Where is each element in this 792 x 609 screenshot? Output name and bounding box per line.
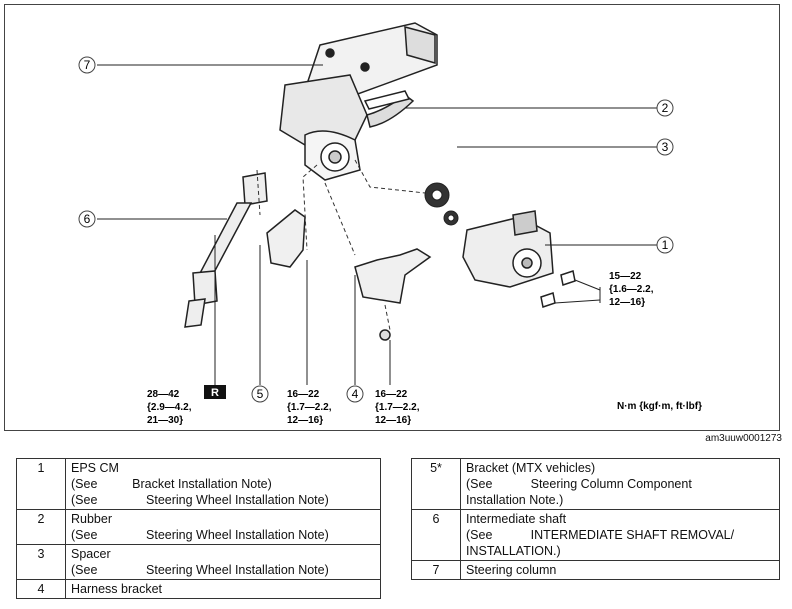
description-line: (See Bracket Installation Note) (71, 477, 272, 491)
r-symbol-box (204, 385, 226, 399)
description-line: (See Steering Wheel Installation Note) (71, 528, 329, 542)
table-row: 7 Steering column (411, 560, 780, 580)
part-number: 4 (16, 579, 66, 599)
description-line: INSTALLATION.) (466, 544, 561, 558)
callout-7-text: 7 (84, 58, 91, 72)
part-description: Spacer (See Steering Wheel Installation N… (65, 544, 381, 580)
part-number: 2 (16, 509, 66, 545)
callout-2 (656, 99, 674, 117)
table-row: 1 EPS CM (See Bracket Installation Note) (S… (16, 458, 381, 510)
torque-bracket-line3: 12—16} (287, 415, 323, 426)
part-number: 5* (411, 458, 461, 510)
table-row: 2 Rubber (See Steering Wheel Installation … (16, 509, 381, 545)
table-row: 3 Spacer (See Steering Wheel Installation … (16, 544, 381, 580)
part-description: Bracket (MTX vehicles) (See Steering Colu… (460, 458, 780, 510)
torque-motor-line1: 15—22 (609, 271, 642, 282)
description-line: (See Steering Wheel Installation Note) (71, 563, 329, 577)
description-line: Spacer (71, 547, 111, 561)
callout-7 (78, 56, 96, 74)
part-number: 6 (411, 509, 461, 561)
steering-column-illustration (279, 22, 438, 181)
part-number: 7 (411, 560, 461, 580)
part-description: Harness bracket (65, 579, 381, 599)
callout-5-text: 5 (257, 387, 264, 401)
torque-bracket-line2: {1.7—2.2, (287, 402, 332, 413)
callouts (78, 56, 674, 403)
part-description: Intermediate shaft (See INTERMEDIATE SHAF… (460, 509, 780, 561)
callout-6-text: 6 (84, 212, 91, 226)
callout-3-text: 3 (662, 140, 669, 154)
description-line: Rubber (71, 512, 112, 526)
callout-5 (251, 385, 269, 403)
part-number: 1 (16, 458, 66, 510)
callout-4 (346, 385, 364, 403)
torque-bracket-line1: 16—22 (287, 389, 320, 400)
description-line: Intermediate shaft (466, 512, 567, 526)
description-line: Installation Note.) (466, 493, 564, 507)
table-row: 6 Intermediate shaft (See INTERMEDIATE SHA… (411, 509, 780, 561)
bracket-illustration (266, 209, 306, 268)
intermediate-shaft-illustration (184, 172, 268, 328)
assembly-lines (256, 159, 426, 331)
exploded-view-diagram: 7 6 2 3 1 5 4 R 28—42 {2.9—4.2, 21—30} 1… (78, 22, 702, 426)
torque-harness-line3: 12—16} (375, 415, 411, 426)
description-line: (See INTERMEDIATE SHAFT REMOVAL/ (466, 528, 735, 542)
rubber-spacer-illustration (424, 182, 459, 226)
diagram-code: am3uuw0001273 (705, 433, 782, 444)
table-row: 5* Bracket (MTX vehicles) (See Steering Co… (411, 458, 780, 510)
description-line: (See Steering Wheel Installation Note) (71, 493, 329, 507)
torque-column-line1: 28—42 (147, 389, 180, 400)
part-description: Steering column (460, 560, 780, 580)
diagram-frame: 7 6 2 3 1 5 4 R 28—42 {2.9—4.2, 21—30} 1… (4, 4, 780, 431)
callout-6 (78, 210, 96, 228)
eps-motor-illustration (462, 210, 576, 308)
callout-3 (656, 138, 674, 156)
callout-2-text: 2 (662, 101, 669, 115)
part-description: Rubber (See Steering Wheel Installation N… (65, 509, 381, 545)
torque-harness-line2: {1.7—2.2, (375, 402, 420, 413)
description-line: EPS CM (71, 461, 119, 475)
torque-motor-line3: 12—16} (609, 297, 645, 308)
description-line: Bracket (MTX vehicles) (466, 461, 596, 475)
r-symbol: R (211, 387, 219, 399)
torque-harness-line1: 16—22 (375, 389, 408, 400)
description-line: Steering column (466, 563, 557, 577)
callout-4-text: 4 (352, 387, 359, 401)
callout-1-text: 1 (662, 238, 669, 252)
callout-1 (656, 236, 674, 254)
torque-motor-line2: {1.6—2.2, (609, 284, 654, 295)
harness-bracket-illustration (354, 248, 432, 341)
part-number: 3 (16, 544, 66, 580)
parts-table-left: 1 EPS CM (See Bracket Installation Note) (S… (16, 458, 381, 599)
description-line: (See Steering Column Component (466, 477, 692, 491)
part-description: EPS CM (See Bracket Installation Note) (Se… (65, 458, 381, 510)
description-line: Harness bracket (71, 582, 163, 596)
torque-column-line3: 21—30} (147, 415, 183, 426)
leader-lines (97, 64, 657, 385)
parts-table-right: 5* Bracket (MTX vehicles) (See Steering Co… (411, 458, 780, 580)
torque-column-line2: {2.9—4.2, (147, 402, 192, 413)
table-row: 4 Harness bracket (16, 579, 381, 599)
torque-units: N·m {kgf·m, ft·lbf} (617, 401, 702, 412)
